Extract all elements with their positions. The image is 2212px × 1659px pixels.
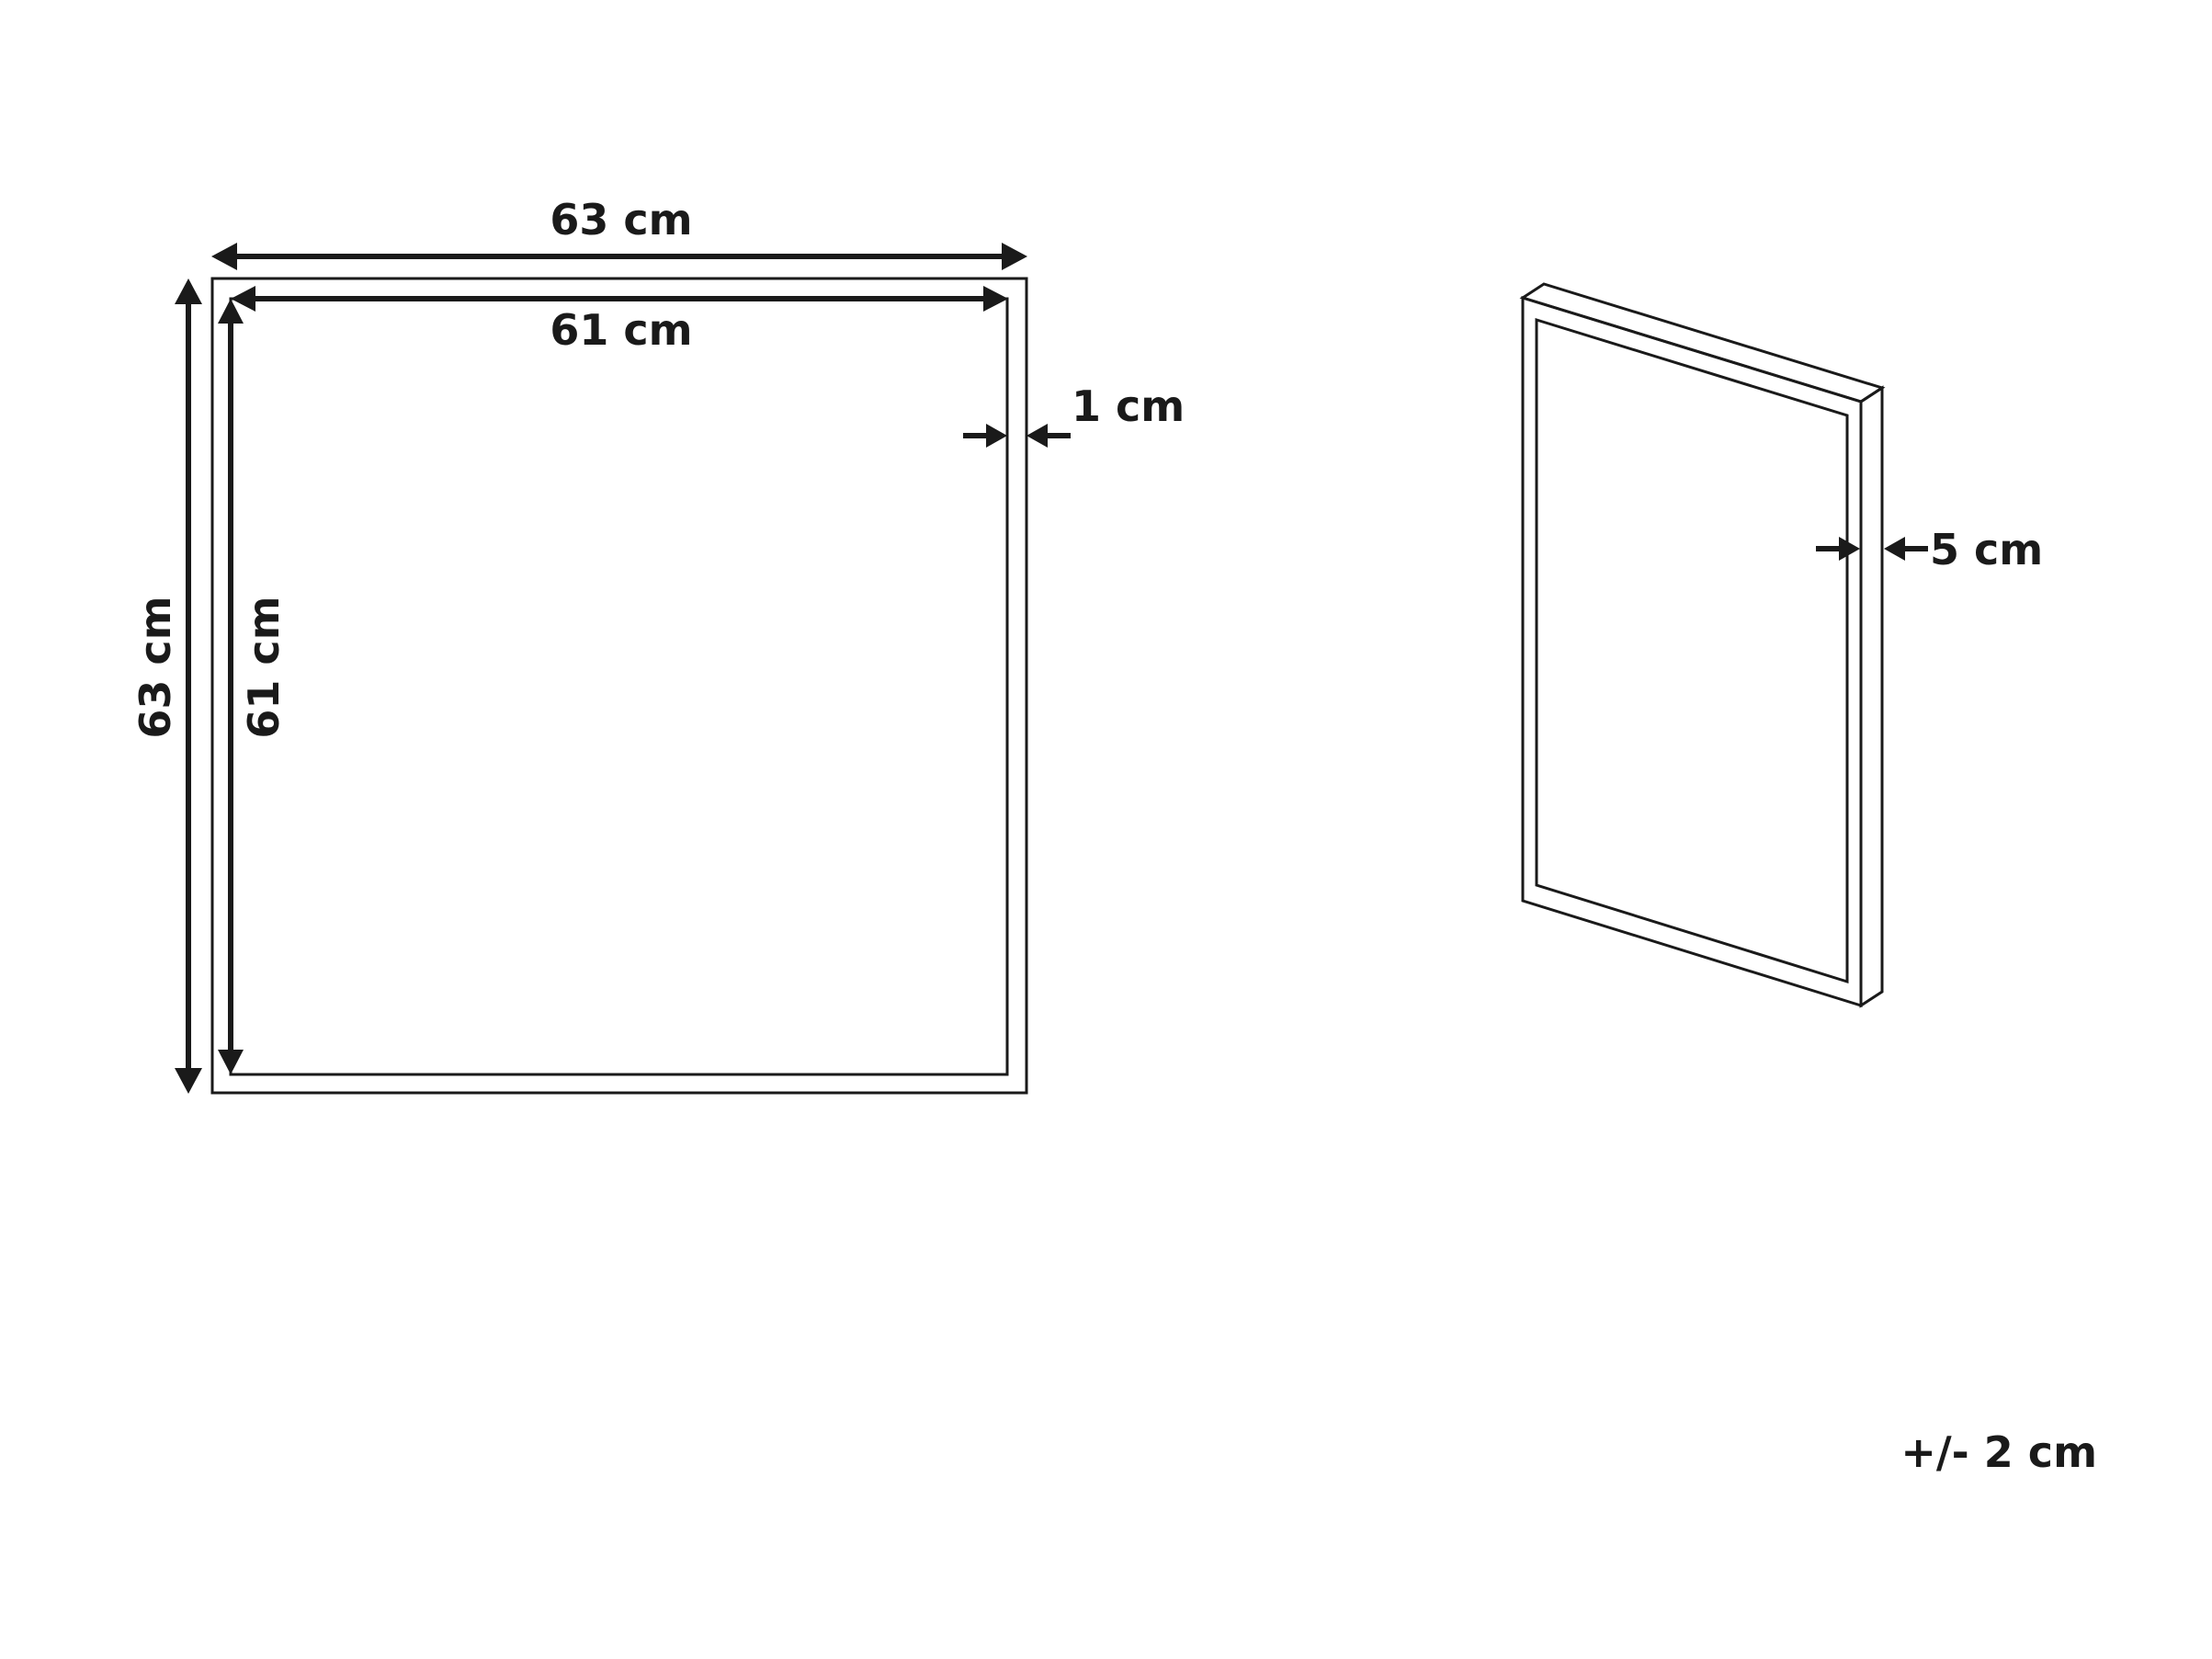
front-view: 63 cm 61 cm 63 cm 61 cm 1 cm bbox=[130, 195, 1185, 1095]
frame-side-face bbox=[1859, 385, 1884, 1008]
frame-inner-opening bbox=[1535, 317, 1849, 984]
inner-height-label: 61 cm bbox=[239, 596, 289, 738]
depth-label: 5 cm bbox=[1930, 525, 2043, 574]
frame-top-face bbox=[1519, 282, 1886, 403]
outer-height-label: 63 cm bbox=[130, 596, 180, 738]
outer-width-label: 63 cm bbox=[550, 195, 692, 244]
tolerance-label: +/- 2 cm bbox=[1900, 1427, 2097, 1477]
side-view: 5 cm bbox=[1519, 282, 2043, 1008]
inner-height-arrow bbox=[218, 299, 244, 1074]
inner-width-arrow bbox=[231, 286, 1008, 312]
frame-border-label: 1 cm bbox=[1072, 381, 1185, 431]
inner-width-label: 61 cm bbox=[550, 305, 692, 355]
inner-frame-outline bbox=[229, 297, 1009, 1076]
frame-border-arrows bbox=[963, 424, 1071, 448]
outer-frame-outline bbox=[210, 277, 1028, 1095]
outer-height-arrow bbox=[175, 278, 202, 1094]
outer-width-arrow bbox=[211, 243, 1027, 270]
depth-arrows bbox=[1816, 537, 1928, 561]
